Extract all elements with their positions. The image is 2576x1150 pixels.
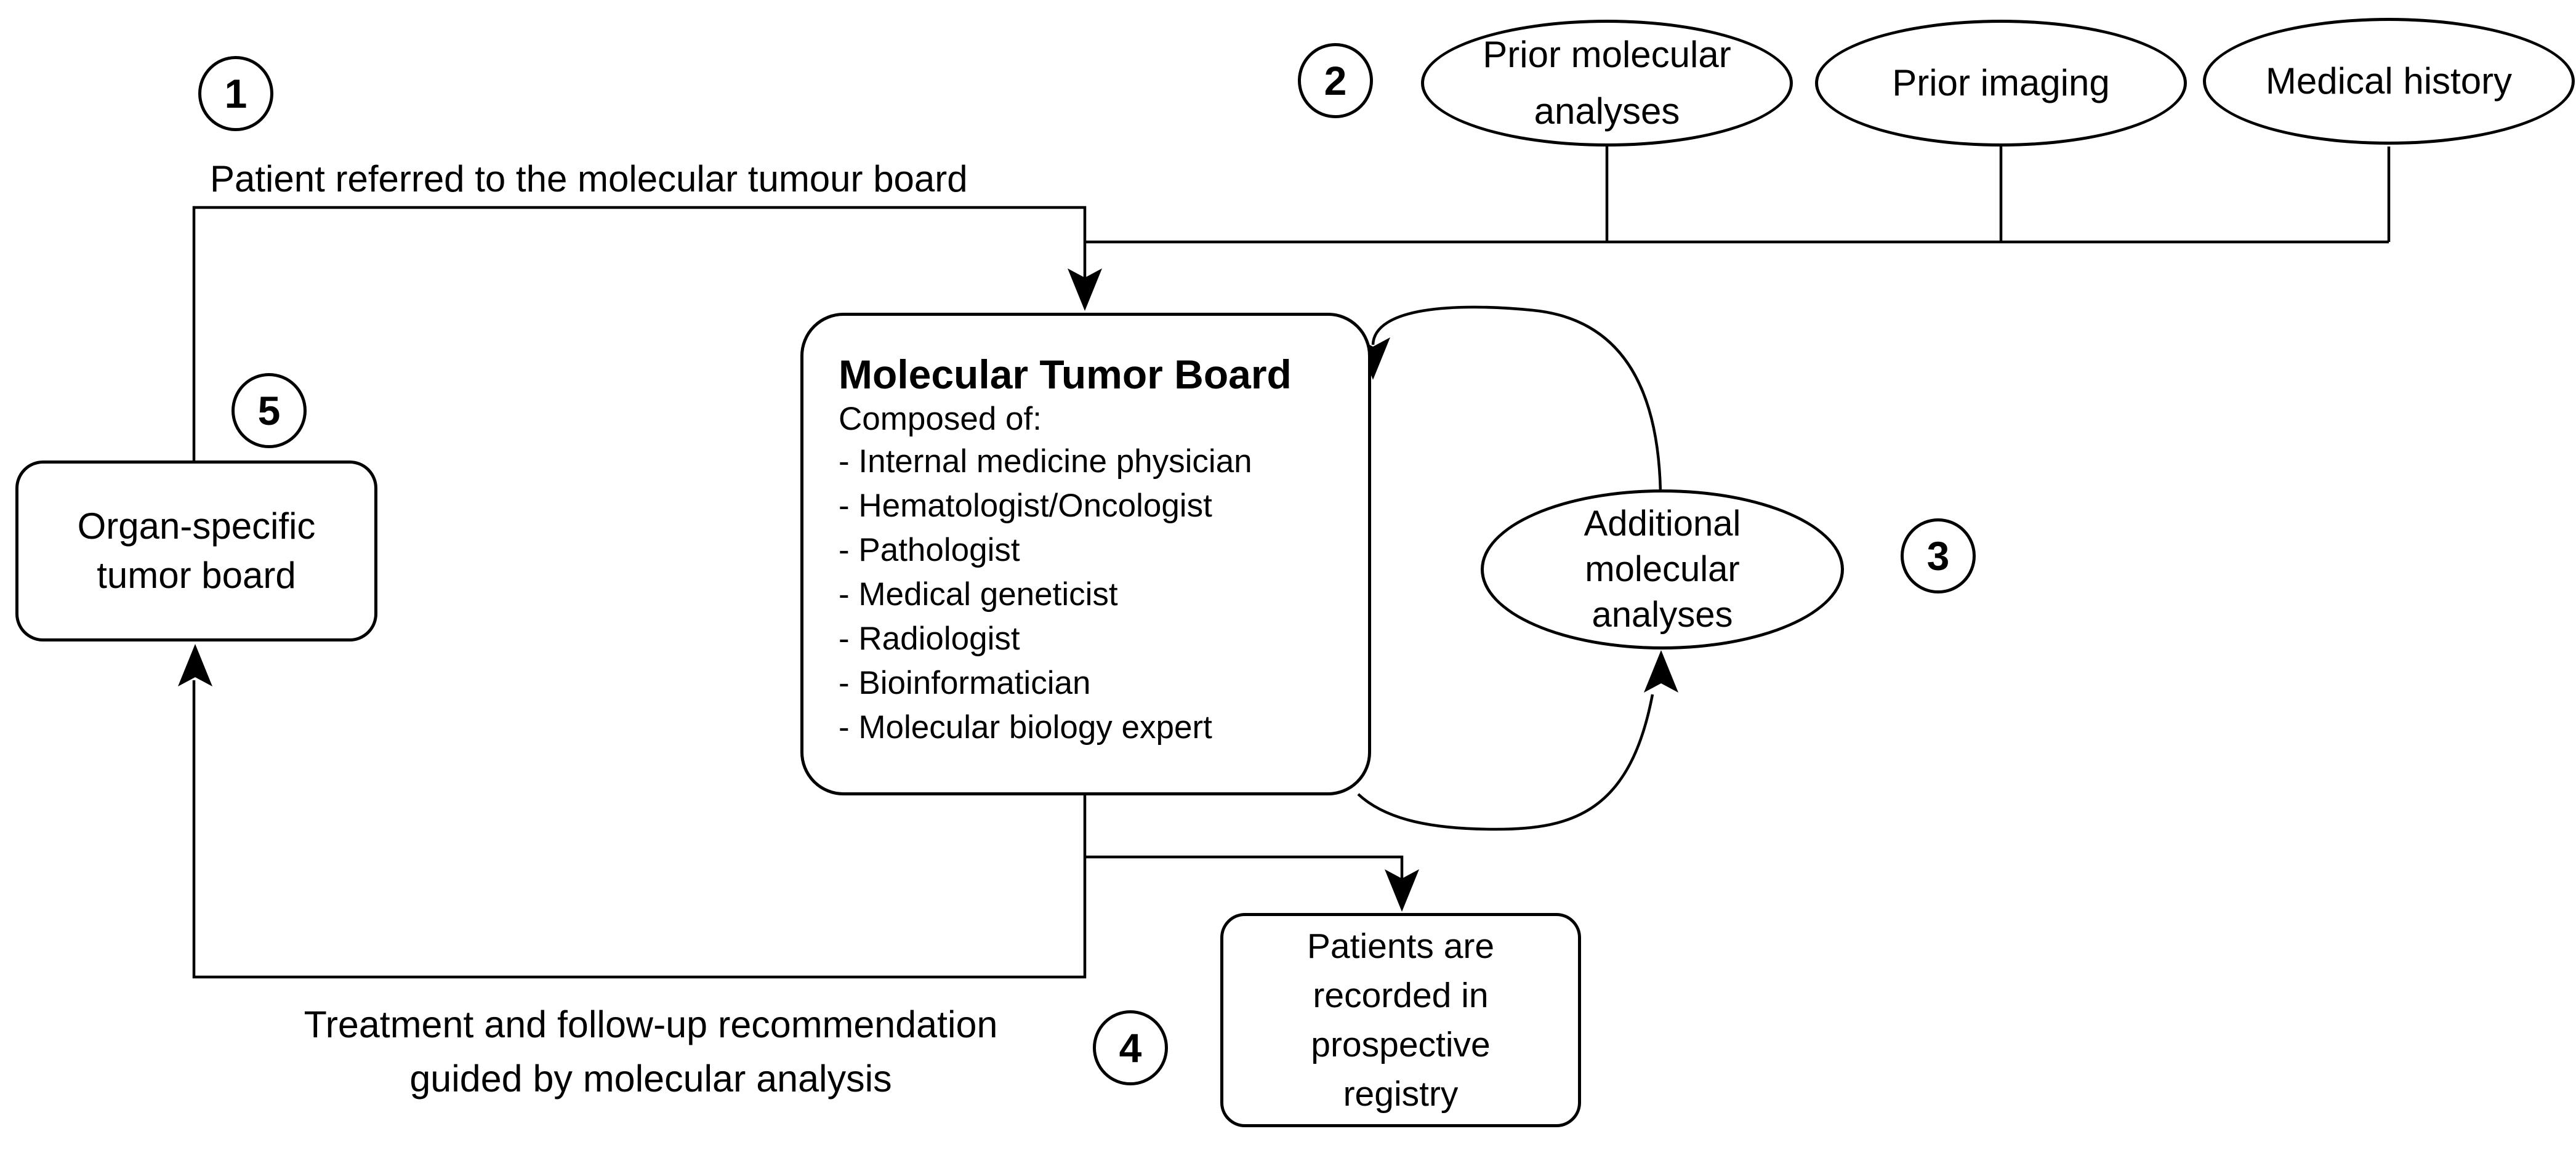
mtb-member: - Medical geneticist	[839, 576, 1118, 613]
label-patient-referred: Patient referred to the molecular tumour…	[210, 158, 968, 199]
medical-history-text: Medical history	[2265, 60, 2513, 102]
step-badge-2-number: 2	[1324, 58, 1347, 103]
step-badge-1: 1	[198, 56, 273, 131]
registry-connector	[1085, 855, 1404, 879]
node-prior-molecular-analyses: Prior molecular analyses	[1421, 20, 1793, 147]
inputs-collector-connector	[1085, 145, 2391, 244]
arrowhead-into-registry	[1385, 869, 1419, 912]
node-additional-molecular-analyses: Additional molecular analyses	[1481, 489, 1844, 649]
node-prior-imaging: Prior imaging	[1815, 20, 2187, 147]
step-badge-4-number: 4	[1119, 1025, 1142, 1071]
arrowhead-into-analyses	[1644, 650, 1678, 693]
mtb-member: - Bioinformatician	[839, 665, 1091, 701]
node-registry: Patients are recorded in prospective reg…	[1220, 913, 1581, 1127]
mtb-member: - Internal medicine physician	[839, 443, 1252, 480]
mtb-subtitle: Composed of:	[839, 401, 1042, 437]
arrowhead-into-organ-board	[178, 644, 212, 686]
step-badge-2: 2	[1298, 43, 1373, 118]
additional-molecular-analyses-text: Additional molecular analyses	[1584, 504, 1741, 635]
organ-specific-tumor-board-text: Organ-specific tumor board	[77, 505, 316, 596]
node-medical-history: Medical history	[2203, 18, 2575, 145]
step-badge-3: 3	[1901, 518, 1976, 593]
prior-molecular-analyses-text: Prior molecular analyses	[1483, 34, 1731, 132]
node-organ-specific-tumor-board: Organ-specific tumor board	[15, 460, 377, 641]
mtb-member: - Radiologist	[839, 621, 1020, 657]
node-molecular-tumor-board: Molecular Tumor Board Composed of: - Int…	[800, 313, 1371, 795]
label-treatment-recommendation: Treatment and follow-up recommendation g…	[304, 1003, 998, 1100]
referral-connector	[192, 206, 1087, 460]
step-badge-4: 4	[1093, 1010, 1168, 1085]
arrowhead-into-mtb-top	[1068, 268, 1102, 311]
step-badge-5-number: 5	[257, 388, 281, 433]
step-badge-3-number: 3	[1926, 533, 1950, 579]
step-badge-1-number: 1	[224, 71, 248, 116]
step-badge-5: 5	[231, 373, 307, 448]
mtb-member: - Pathologist	[839, 532, 1020, 568]
mtb-member: - Molecular biology expert	[839, 709, 1212, 746]
loop-to-analyses-curve	[1357, 694, 1654, 831]
registry-text: Patients are recorded in prospective reg…	[1306, 927, 1495, 1114]
prior-imaging-text: Prior imaging	[1892, 62, 2110, 103]
mtb-member: - Hematologist/Oncologist	[839, 488, 1212, 524]
mtb-title: Molecular Tumor Board	[839, 352, 1292, 397]
recommendation-connector	[192, 680, 1087, 979]
loop-to-mtb-curve	[1371, 305, 1662, 493]
